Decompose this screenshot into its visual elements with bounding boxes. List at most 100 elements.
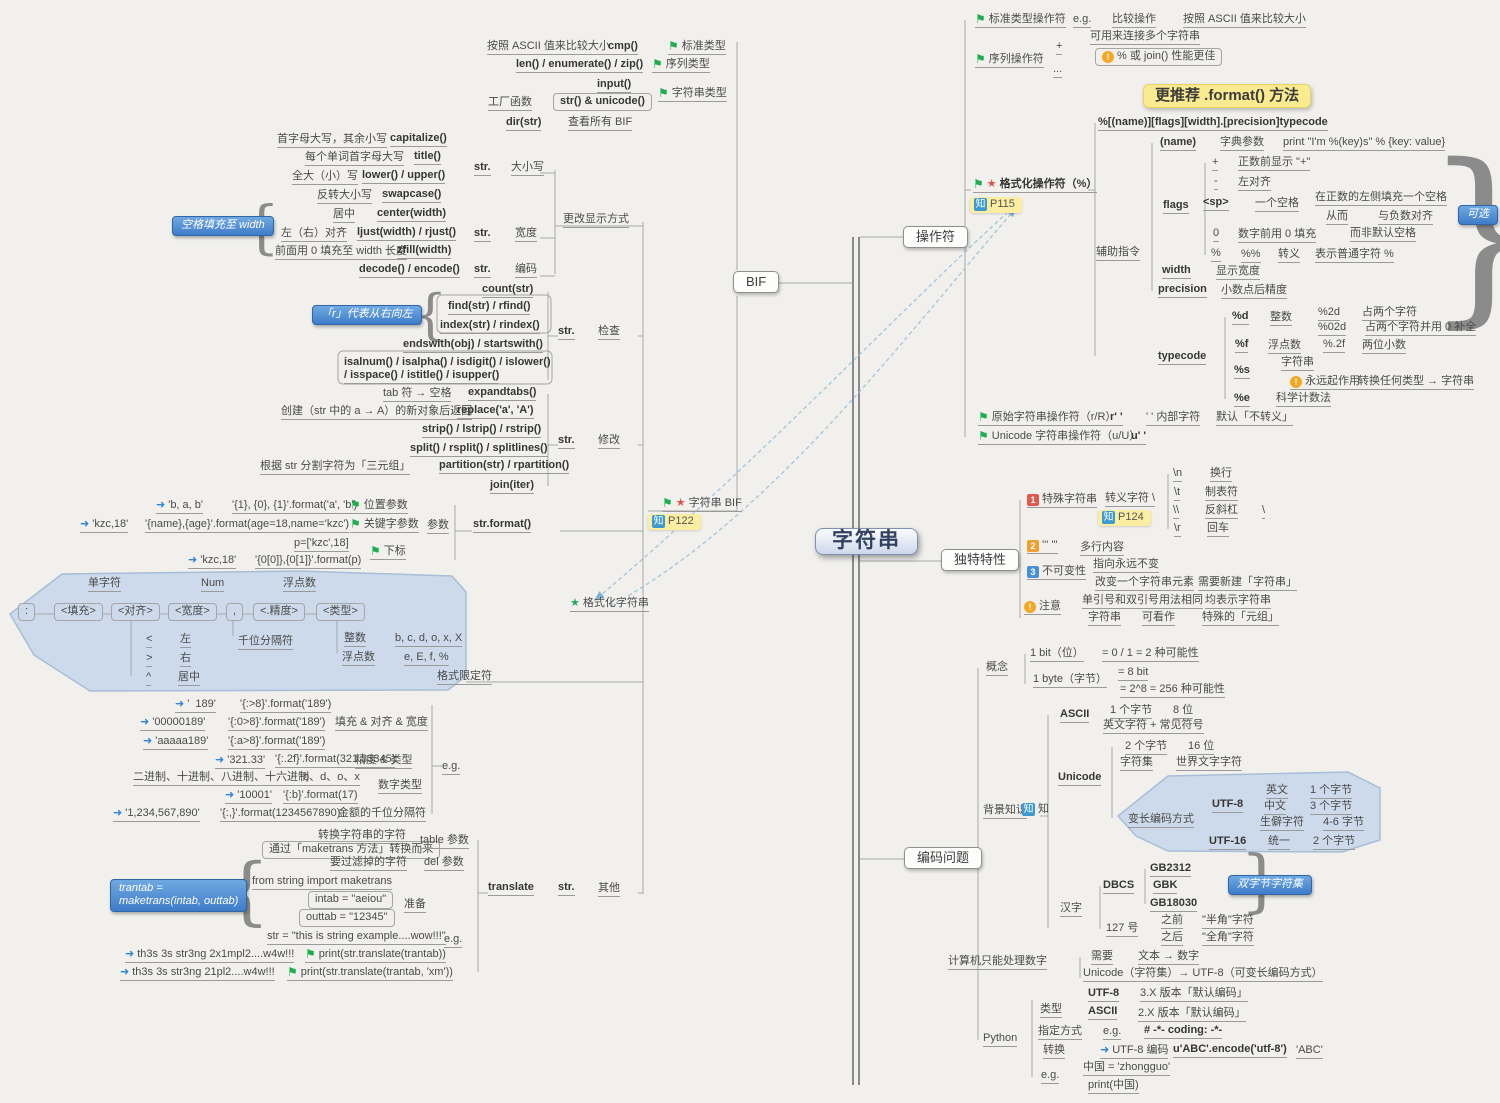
topic-label: 两位小数 — [1362, 339, 1406, 354]
flag-icon: ⚑ — [287, 965, 298, 979]
topic-label: b, c, d, o, x, X — [395, 632, 463, 647]
topic-label: expandtabs() — [468, 386, 537, 401]
topic-label: split() / rsplit() / splitlines() — [410, 442, 548, 457]
topic-label: str() & unicode() — [553, 93, 652, 111]
topic-text: P124 — [1118, 511, 1144, 523]
topic-text: ASCII — [1088, 1005, 1118, 1017]
topic-text: '{:0>8}'.format('189') — [228, 716, 326, 728]
callout-optional[interactable]: 可选 — [1458, 205, 1498, 225]
topic-text: GBK — [1153, 879, 1178, 891]
topic-label: (name) — [1160, 136, 1197, 151]
topic-label: ➜'00000189' — [140, 716, 206, 731]
note-recommend-format[interactable]: 更推荐 .format() 方法 — [1143, 84, 1312, 108]
topic-label: count(str) — [482, 283, 534, 298]
topic-format-string: ★格式化字符串 — [570, 597, 649, 612]
callout-dbcs[interactable]: 双字节字符集 — [1228, 875, 1312, 895]
callout-r-right-to-left[interactable]: 「r」代表从右向左 — [312, 305, 422, 325]
topic-text: del 参数 — [424, 856, 464, 868]
warn-icon: ! — [1024, 601, 1036, 613]
topic-label: table 参数 — [420, 834, 469, 849]
topic-label: 单引号和双引号用法相同 — [1082, 594, 1203, 609]
topic-text: 2 个字节 — [1313, 835, 1356, 847]
topic-label: 字典参数 — [1220, 136, 1264, 151]
topic-label: 世界文字字符 — [1176, 756, 1242, 771]
topic-text: flags — [1163, 199, 1189, 211]
topic-label: 生僻字符 — [1260, 816, 1304, 831]
topic-text: ' ' 内部字符 — [1146, 411, 1201, 423]
branch-bif[interactable]: BIF — [733, 271, 780, 293]
topic-text: <宽度> — [175, 605, 210, 617]
main-topic-string[interactable]: 字符串 — [815, 528, 918, 555]
topic-label: > — [146, 652, 153, 667]
topic-text: 转义字符 \ — [1105, 492, 1156, 504]
topic-text: e.g. — [442, 760, 461, 772]
callout-trantab-maketrans[interactable]: trantab = maketrans(intab, outtab) — [110, 879, 248, 912]
topic-text: 原始字符串操作符（r/R） — [991, 411, 1117, 423]
topic-text: 之前 — [1161, 914, 1183, 926]
topic-text: 字符串 BIF — [688, 497, 742, 509]
topic-label: 参数 — [427, 519, 449, 534]
topic-label: b、d、o、x — [303, 771, 360, 786]
topic-label: "半角"字符 — [1202, 914, 1254, 929]
arrow-icon: ➜ — [125, 948, 135, 960]
topic-label: str. — [474, 263, 491, 278]
topic-label: 占两个字符 — [1362, 306, 1417, 321]
topic-text: swapcase() — [382, 188, 442, 200]
topic-label: 换行 — [1210, 467, 1232, 482]
topic-label: !% 或 join() 性能更佳 — [1095, 48, 1223, 66]
topic-text: '{0[0]},{0[1]}'.format(p) — [255, 554, 362, 566]
topic-label: 计算机只能处理数字 — [948, 955, 1047, 970]
topic-text: (name) — [1160, 136, 1197, 148]
topic-text: 世界文字字符 — [1176, 756, 1242, 768]
topic-text: 生僻字符 — [1260, 816, 1304, 828]
topic-label: 反斜杠 — [1205, 504, 1238, 519]
topic-text: 概念 — [986, 661, 1008, 673]
topic-label: ⚑序列操作符 — [975, 53, 1044, 68]
topic-label: 右 — [180, 652, 191, 667]
topic-label: <sp> — [1203, 196, 1229, 211]
topic-text: 独特特性 — [954, 552, 1007, 567]
topic-text: < — [146, 633, 153, 645]
star-icon: ★ — [675, 497, 686, 509]
topic-text: 字典参数 — [1220, 136, 1264, 148]
topic-label: : — [18, 603, 36, 621]
topic-text: ljust(width) / rjust() — [357, 226, 456, 238]
topic-label: 表示普通字符 % — [1315, 248, 1394, 263]
topic-text: GB2312 — [1150, 862, 1191, 874]
branch-operators[interactable]: 操作符 — [903, 226, 969, 248]
topic-label: GBK — [1153, 879, 1178, 894]
zhi-icon: 知 — [1102, 511, 1115, 524]
callout-space-fill-width[interactable]: 空格填充至 width — [172, 216, 274, 236]
topic-text: zfill(width) — [397, 244, 452, 256]
topic-label: u' ' — [1131, 430, 1147, 445]
topic-label: 数字类型 — [378, 779, 422, 794]
topic-text: Python — [983, 1032, 1018, 1044]
branch-encoding[interactable]: 编码问题 — [904, 847, 983, 869]
branch-unique-features[interactable]: 独特特性 — [941, 549, 1020, 571]
topic-text: '{:>8}'.format('189') — [240, 698, 332, 710]
topic-label: '{1}, {0}, {1}'.format('a', 'b') — [232, 499, 358, 514]
topic-label: ⚑标准类型操作符 — [975, 13, 1066, 28]
topic-label: 转换任何类型 → 字符串 — [1358, 375, 1475, 390]
topic-text: expandtabs() — [468, 386, 537, 398]
topic-text: 检查 — [598, 325, 620, 337]
topic-label: 4-6 字节 — [1323, 816, 1364, 831]
topic-label: outtab = "12345" — [299, 909, 395, 927]
topic-text: e.g. — [1103, 1025, 1122, 1037]
topic-text: u' ' — [1131, 430, 1147, 442]
topic-text: strip() / lstrip() / rstrip() — [422, 423, 542, 435]
topic-text: 汉字 — [1060, 902, 1082, 914]
topic-text: input() — [597, 78, 632, 90]
topic-label: 根据 str 分割字符为「三元组」 — [260, 460, 411, 475]
topic-text: '{1}, {0}, {1}'.format('a', 'b') — [232, 499, 358, 511]
topic-text: str. — [558, 434, 575, 446]
topic-text: 左 — [180, 633, 191, 645]
topic-text: 二进制、十进制、八进制、十六进制 — [133, 771, 309, 783]
topic-label: str. — [558, 325, 575, 340]
